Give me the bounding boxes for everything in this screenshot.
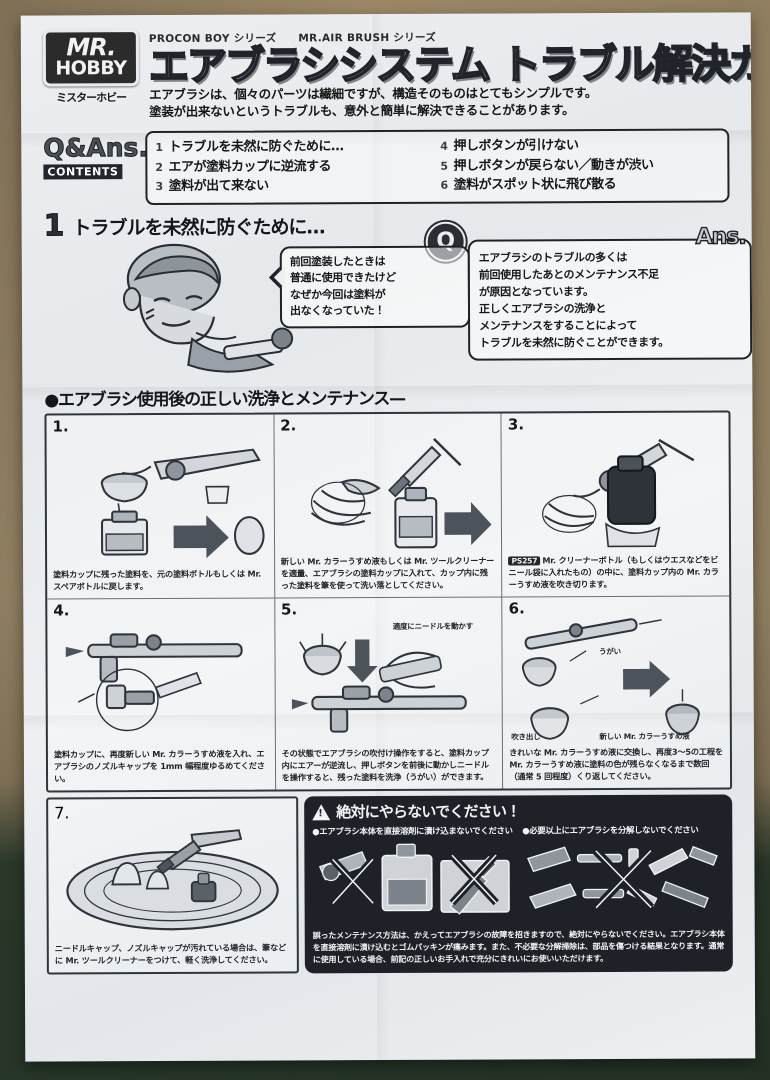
warning-title-row: 絶対にやらないでください！	[312, 800, 724, 823]
contents-item-label: 押しボタンが戻らない／動きが渋い	[453, 157, 654, 174]
contents-item-label: 塗料がスポット状に飛び散る	[453, 177, 617, 193]
logo-badge: MR. HOBBY	[42, 29, 140, 87]
logo-mr-text: MR.	[66, 33, 116, 62]
contents-q-ans: Q&Ans.	[43, 133, 149, 163]
step-3-illustration	[508, 433, 723, 552]
steps-row-2: 4.	[47, 596, 731, 791]
warning-box: 絶対にやらないでください！ ●エアブラシ本体を直接溶剤に漬け込まないでください	[304, 794, 733, 974]
contents-item[interactable]: 2 エアが塗料カップに逆流する	[155, 156, 434, 177]
section-1: 1 トラブルを未然に防ぐために… Q 前回塗装したときは 普通に使用できたけど …	[43, 208, 753, 381]
step-1-illustration	[53, 435, 268, 566]
step-6-label-ugai: うがい	[598, 646, 621, 656]
section-1-title: トラブルを未然に防ぐために…	[72, 215, 325, 240]
header: MR. HOBBY ミスターホビー PROCON BOY シリーズ MR.AIR…	[42, 27, 756, 122]
step-2: 2.	[274, 413, 503, 598]
answer-label: Ans.	[695, 223, 747, 250]
contents-item-number: 5	[440, 159, 448, 173]
warning-triangle-icon	[312, 803, 331, 820]
lead-line-2: 塗装が出来ないというトラブルも、意外と簡単に解決できることがあります。	[149, 102, 575, 120]
logo-kana-text: ミスターホビー	[56, 90, 127, 105]
step-5-illustration: 適度にニードルを動かす	[281, 618, 496, 746]
page-title: エアブラシシステム トラブル解決ガイド	[148, 40, 756, 91]
step-6-illustration: うがい 吹き出し 新しい Mr. カラーうすめ液	[509, 617, 724, 745]
maintenance-steps-grid: 1.	[44, 410, 733, 793]
contents-column-left: 1 トラブルを未然に防ぐために… 2 エアが塗料カップに逆流する 3 塗料が出て…	[155, 137, 434, 197]
contents-item-label: 塗料が出て来ない	[168, 178, 269, 195]
step-2-caption: 新しい Mr. カラーうすめ液もしくは Mr. ツールクリーナーを適量、エアブラ…	[280, 555, 495, 591]
steps-row-1: 1.	[46, 412, 730, 600]
contents-item[interactable]: 5 押しボタンが戻らない／動きが渋い	[440, 155, 719, 176]
step-number: 6.	[508, 599, 525, 618]
answer-text: エアブラシのトラブルの多くは 前回使用したあとのメンテナンス不足 が原因となって…	[478, 250, 669, 350]
step-5-caption: その状態でエアブラシの吹付け操作をすると、塗料カップ内にエアーが逆流し、押しボタ…	[281, 748, 489, 783]
step-number: 4.	[53, 601, 70, 620]
step-1-caption: 塗料カップに残った塗料を、元の塗料ボトルもしくは Mr. スペアボトルに戻します…	[53, 568, 262, 592]
contents-item-number: 1	[155, 141, 163, 155]
contents-label: CONTENTS	[43, 164, 123, 180]
contents-q-letter: Q	[43, 133, 65, 163]
contents-badge: Q&Ans. CONTENTS	[43, 131, 149, 205]
contents-item-label: 押しボタンが引けない	[453, 138, 579, 154]
step-5-label-needle: 適度にニードルを動かす	[392, 621, 474, 631]
contents-item-number: 3	[155, 180, 163, 194]
contents-item-number: 2	[155, 160, 163, 174]
step-number: 1.	[52, 417, 69, 436]
brand-logo: MR. HOBBY ミスターホビー	[42, 29, 140, 105]
step-number: 3.	[507, 415, 525, 434]
warning-item-1: ●エアブラシ本体を直接溶剤に漬け込まないでください	[312, 825, 513, 837]
section-1-header: 1 トラブルを未然に防ぐために…	[43, 208, 730, 244]
warning-note: 誤ったメンテナンス方法は、かえってエアブラシの故障を招きますので、絶対にやらない…	[312, 929, 725, 965]
warning-columns: ●エアブラシ本体を直接溶剤に漬け込まないでください	[312, 824, 724, 928]
contents-item-number: 4	[440, 139, 448, 153]
step-6: 6. うがい 吹き出し 新しい Mr. カラーうすめ液	[503, 596, 731, 788]
contents-column-right: 4 押しボタンが引けない 5 押しボタンが戻らない／動きが渋い 6 塗料がスポッ…	[440, 136, 719, 196]
contents-item-number: 6	[440, 178, 448, 192]
step-6-label-thinner: 新しい Mr. カラーうすめ液	[599, 732, 690, 742]
contents-item-label: エアが塗料カップに逆流する	[168, 158, 332, 175]
cartoon-man-illustration	[122, 243, 294, 373]
step-7-caption: ニードルキャップ、ノズルキャップが汚れている場合は、筆などに Mr. ツールクリ…	[54, 942, 286, 966]
warning-item-2: ●必要以上にエアブラシを分解しないでください	[522, 824, 699, 836]
contents-item[interactable]: 6 塗料がスポット状に飛び散る	[440, 175, 719, 196]
warning-title: 絶対にやらないでください！	[336, 802, 521, 822]
step-4: 4.	[47, 598, 276, 791]
contents-amp: &	[64, 133, 87, 163]
bottom-row: 7. ニードルキャップ、ノズルキャップが汚れ	[46, 794, 733, 975]
warning-illustration-1	[312, 839, 514, 928]
step-4-caption: 塗料カップに、再度新しい Mr. カラーうすめ液を入れ、エアブラシのノズルキャッ…	[53, 748, 265, 784]
step-6-caption: きれいな Mr. カラーうすめ液に交換し、再度3〜5の工程を Mr. カラーうす…	[509, 746, 723, 782]
contents-ans-letter: Ans.	[86, 133, 149, 163]
step-number: 7.	[54, 803, 70, 823]
step-4-illustration	[53, 619, 268, 747]
step-number: 2.	[280, 416, 297, 435]
step-number: 5.	[280, 600, 298, 619]
warning-column-2: ●必要以上にエアブラシを分解しないでください	[522, 824, 724, 927]
section-1-number: 1	[43, 208, 65, 244]
logo-hobby-text: HOBBY	[55, 56, 127, 80]
step-7: 7. ニードルキャップ、ノズルキャップが汚れ	[46, 796, 299, 975]
step-3: 3.	[502, 412, 729, 596]
leaflet-sheet: MR. HOBBY ミスターホビー PROCON BOY シリーズ MR.AIR…	[20, 12, 756, 1062]
step-6-label-spray: 吹き出し	[511, 732, 541, 742]
contents-list-box: 1 トラブルを未然に防ぐために… 2 エアが塗料カップに逆流する 3 塗料が出て…	[145, 128, 730, 205]
step-3-product-code: PS257	[508, 556, 541, 566]
speech-bubble: 前回塗装したときは 普通に使用できたけど なぜか今回は塗料が 出なくなっていた！	[279, 245, 471, 329]
warning-column-1: ●エアブラシ本体を直接溶剤に漬け込まないでください	[312, 825, 514, 928]
contents-item-label: トラブルを未然に防ぐために…	[168, 139, 344, 156]
maintenance-heading: ●エアブラシ使用後の正しい洗浄とメンテナンス—	[44, 388, 406, 411]
answer-box: Ans. エアブラシのトラブルの多くは 前回使用したあとのメンテナンス不足 が原…	[467, 223, 753, 361]
step-2-illustration	[280, 434, 495, 553]
step-5: 5. 適度にニードルを動かす	[274, 597, 504, 790]
step-7-illustration	[54, 824, 291, 941]
header-text-block: PROCON BOY シリーズ MR.AIR BRUSH シリーズ エアブラシシ…	[148, 27, 756, 122]
contents-block: Q&Ans. CONTENTS 1 トラブルを未然に防ぐために… 2 エアが塗料…	[43, 128, 730, 205]
leaflet-content: MR. HOBBY ミスターホビー PROCON BOY シリーズ MR.AIR…	[42, 27, 756, 975]
contents-item[interactable]: 4 押しボタンが引けない	[440, 136, 719, 157]
contents-item[interactable]: 1 トラブルを未然に防ぐために…	[155, 137, 434, 158]
warning-illustration-2	[522, 838, 724, 927]
contents-item[interactable]: 3 塗料が出て来ない	[155, 176, 434, 197]
step-1: 1.	[46, 414, 275, 599]
